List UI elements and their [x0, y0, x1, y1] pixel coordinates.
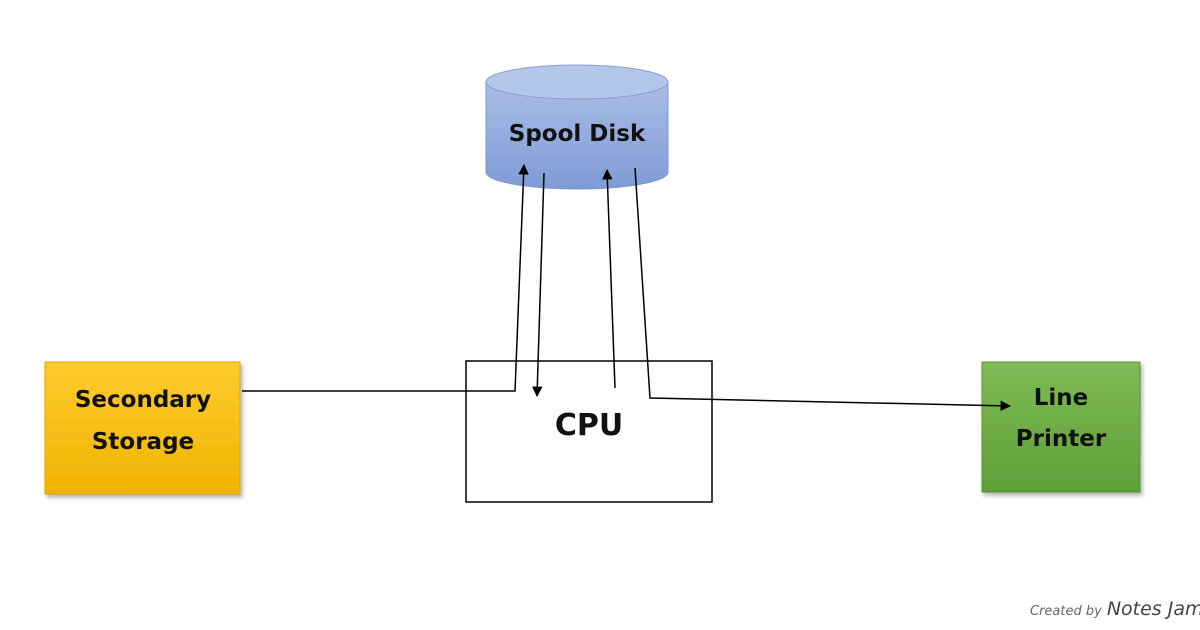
- arrow-storage-to-spool: [242, 163, 529, 392]
- line-printer-box: [981, 361, 1141, 493]
- spool-disk-label: Spool Disk: [509, 121, 646, 147]
- cpu-label: CPU: [555, 408, 623, 443]
- watermark-brand: Notes Jam: [1106, 598, 1200, 620]
- watermark-prefix: Created by: [1030, 604, 1102, 619]
- arrow-spool-to-cpu: [532, 172, 545, 398]
- cpu-box: [465, 360, 713, 503]
- spool-disk-node: Spool Disk: [485, 64, 669, 190]
- spool-disk-top: [485, 64, 669, 100]
- secondary-storage-box: [44, 361, 241, 495]
- arrow-spool-to-printer: [634, 167, 1012, 412]
- line-printer-label-line1: Line: [1034, 385, 1089, 411]
- cpu-node: CPU: [465, 360, 713, 503]
- secondary-storage-node: Secondary Storage: [44, 361, 241, 495]
- line-printer-label-line2: Printer: [1016, 426, 1107, 452]
- spool-disk-body: [485, 82, 669, 190]
- secondary-storage-label-line2: Storage: [92, 429, 194, 455]
- arrow-cpu-to-spool: [602, 168, 616, 389]
- line-printer-node: Line Printer: [981, 361, 1141, 493]
- secondary-storage-label-line1: Secondary: [75, 387, 211, 413]
- watermark: Created by Notes Jam: [1030, 598, 1200, 620]
